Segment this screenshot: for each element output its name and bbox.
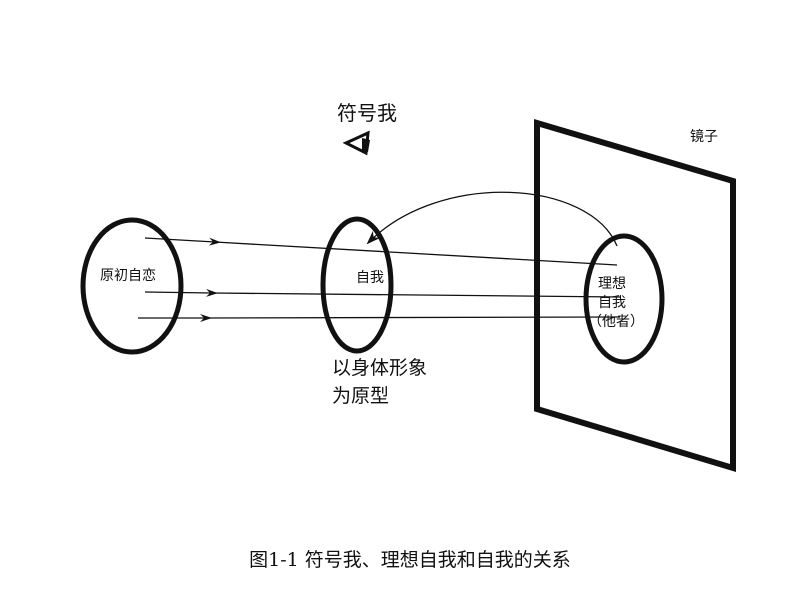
ego-label: 自我 bbox=[356, 270, 384, 286]
mirror-frame bbox=[534, 118, 736, 473]
ego-ellipse bbox=[320, 216, 394, 354]
projection-line-bottom bbox=[138, 314, 621, 323]
projection-line-top bbox=[144, 237, 618, 266]
primary-narcissism-label: 原初自恋 bbox=[100, 267, 156, 284]
mirror-label: 镜子 bbox=[690, 129, 718, 145]
primary-narcissism-ellipse bbox=[80, 217, 184, 355]
figure-caption: 图1-1 符号我、理想自我和自我的关系 bbox=[249, 549, 571, 571]
ideal-ego-label-3: （他者） bbox=[588, 314, 644, 330]
body-image-label-1: 以身体形象 bbox=[332, 357, 427, 379]
ideal-ego-ellipse bbox=[583, 233, 665, 365]
ideal-ego-label-1: 理想 bbox=[598, 276, 626, 292]
symbolic-self-label: 符号我 bbox=[337, 101, 397, 125]
body-image-label-2: 为原型 bbox=[332, 385, 389, 407]
eye-icon bbox=[342, 130, 370, 156]
projection-line-middle bbox=[144, 288, 621, 298]
return-arrow-curve bbox=[366, 191, 618, 247]
ideal-ego-label-2: 自我 bbox=[598, 295, 626, 311]
